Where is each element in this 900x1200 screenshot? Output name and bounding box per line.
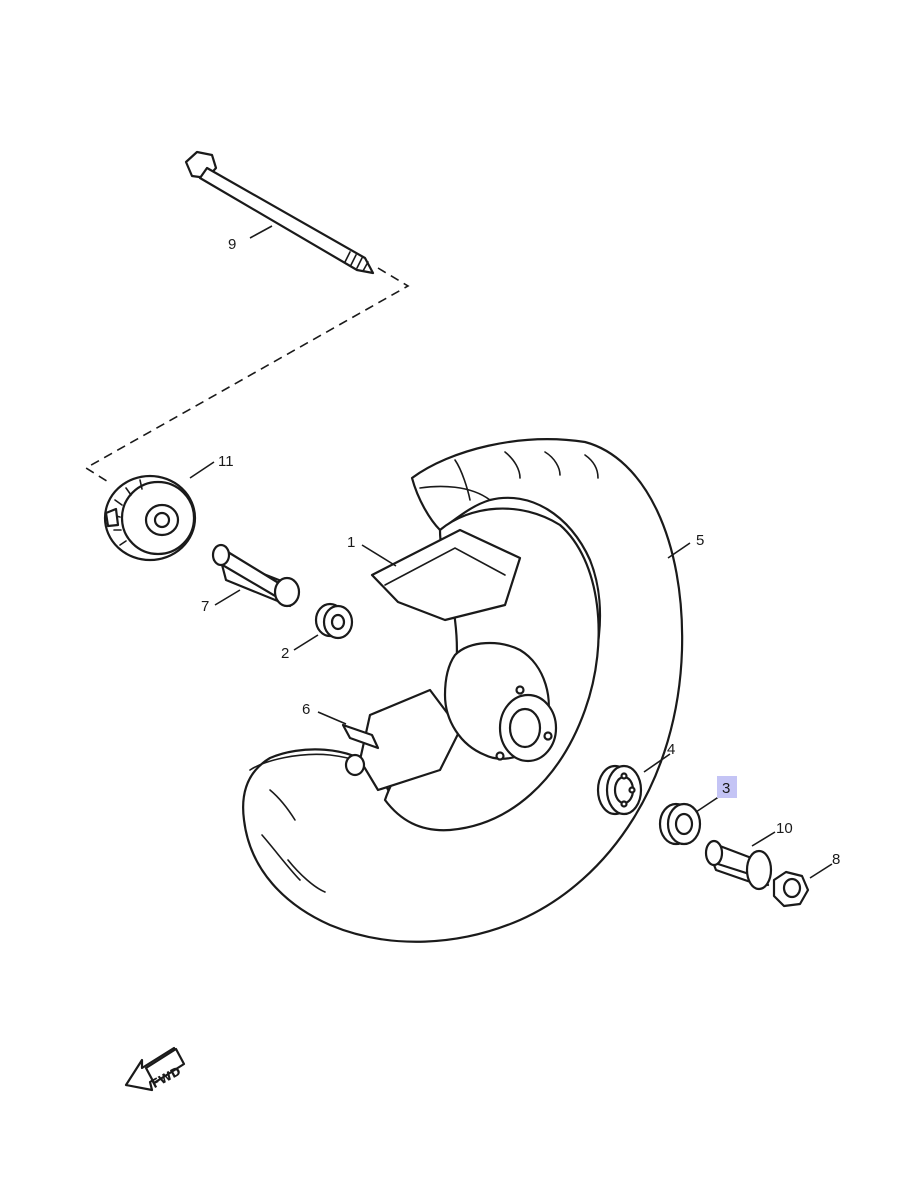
bearing-small xyxy=(658,802,702,846)
callout-11: 11 xyxy=(218,453,234,470)
callout-1: 1 xyxy=(347,534,355,551)
axle-bolt xyxy=(184,150,375,275)
callout-7: 7 xyxy=(201,598,209,615)
axle-nut xyxy=(772,870,810,908)
callout-3[interactable]: 3 xyxy=(722,780,730,797)
callout-6: 6 xyxy=(302,701,310,718)
leader-lines xyxy=(189,225,833,879)
callout-8: 8 xyxy=(832,851,840,868)
assembly-line xyxy=(84,267,410,484)
callout-4: 4 xyxy=(667,741,675,758)
bearing-large xyxy=(596,764,643,816)
callout-5: 5 xyxy=(696,532,704,549)
wheel-tire xyxy=(242,438,684,943)
tire-valve xyxy=(341,723,380,750)
fwd-arrow-badge: FWD xyxy=(124,1046,186,1091)
spacer xyxy=(704,839,773,891)
callout-9: 9 xyxy=(228,236,236,253)
hub-assembly xyxy=(103,474,197,562)
wheel-rim xyxy=(341,507,600,832)
callout-10: 10 xyxy=(776,820,793,837)
callout-2: 2 xyxy=(281,645,289,662)
bushing xyxy=(314,602,354,640)
collar-spacer xyxy=(211,543,301,608)
callout-highlight xyxy=(717,776,737,798)
callout-labels: 9 11 1 5 7 2 6 4 3 10 8 xyxy=(201,236,840,868)
